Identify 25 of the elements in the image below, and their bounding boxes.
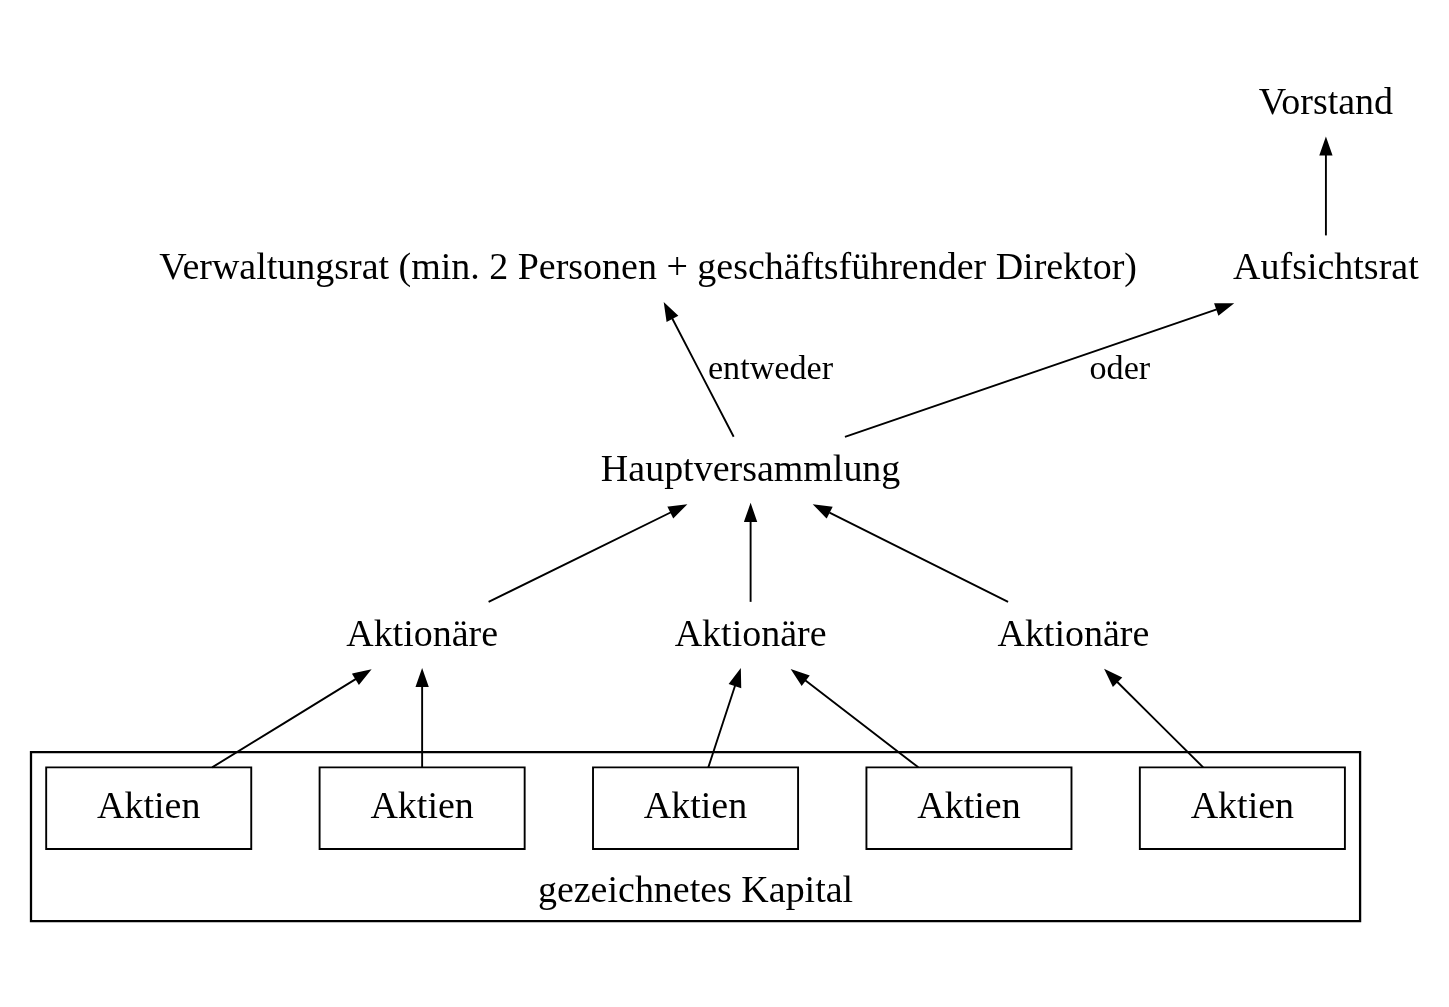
node-text: Vorstand: [1258, 80, 1394, 123]
node-text: Aufsichtsrat: [1233, 245, 1419, 288]
edge-label: oder: [1089, 348, 1151, 386]
node-box: Aktien: [592, 766, 800, 850]
node-box: Aktien: [865, 766, 1073, 850]
node-box: Aktien: [1138, 766, 1346, 850]
arrow: [1104, 668, 1205, 769]
arrow: [1319, 136, 1333, 237]
node-box: Aktien: [45, 766, 253, 850]
arrow: [211, 669, 372, 769]
arrow: [743, 502, 758, 603]
edge-label: entweder: [707, 348, 834, 386]
node-text: Aktionäre: [997, 611, 1150, 654]
node-text: Aktionäre: [346, 611, 499, 654]
node-box: Aktien: [318, 766, 526, 850]
node-text: Verwaltungsrat (min. 2 Personen + geschäftsführender Direktor): [159, 245, 1137, 288]
arrow: [415, 667, 429, 769]
arrow: [812, 504, 1010, 603]
arrow: [707, 668, 742, 769]
node-text: Aktionäre: [674, 611, 827, 654]
node-text: Hauptversammlung: [600, 446, 901, 489]
arrow: [790, 669, 920, 769]
arrow: [487, 504, 688, 603]
arrow: [844, 303, 1235, 438]
arrow: [663, 301, 735, 438]
